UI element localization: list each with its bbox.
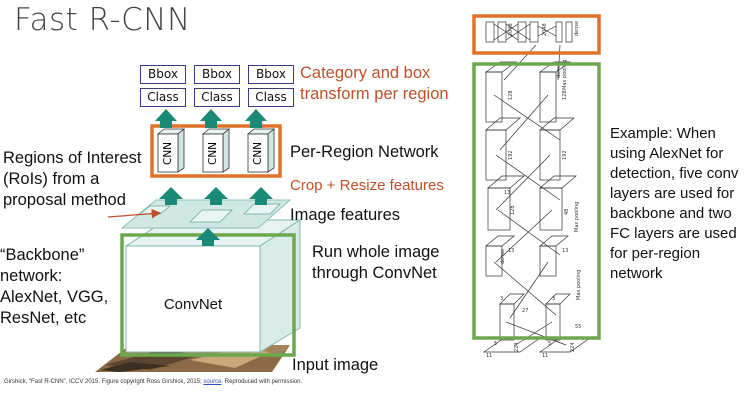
image-features-label: Image features (290, 206, 401, 224)
cnn-to-class-arrows (155, 109, 267, 128)
class-box-1: Class (140, 88, 186, 107)
class-box-2: Class (194, 88, 240, 107)
cnn-label-1: CNN (162, 141, 174, 165)
alexnet-figure (482, 21, 592, 353)
crop-label: Crop + Resize features (290, 177, 444, 194)
cnn-cuboid-3 (246, 128, 276, 173)
citation: Girshick, “Fast R-CNN”, ICCV 2015. Figur… (4, 378, 304, 386)
category-label: Category and box transform per region (300, 64, 449, 103)
svg-text:Max pooling: Max pooling (562, 60, 568, 90)
svg-text:3: 3 (500, 296, 503, 302)
crop-arrows (159, 187, 273, 205)
cnn-cuboids (156, 128, 276, 173)
red-pointer-arrow (107, 208, 162, 219)
svg-text:dense: dense (556, 63, 562, 78)
svg-text:13: 13 (504, 190, 510, 196)
alexnet-green-frame (472, 62, 601, 340)
bbox-box-1: Bbox (140, 65, 186, 84)
svg-text:48: 48 (564, 209, 570, 215)
svg-text:128: 128 (562, 90, 568, 100)
alexnet-orange-frame (472, 14, 601, 55)
citation-text: Girshick, “Fast R-CNN”, ICCV 2015. Figur… (4, 379, 202, 385)
example-label: Example: When using AlexNet for detectio… (610, 125, 739, 282)
svg-text:3: 3 (552, 296, 555, 302)
class-box-3: Class (248, 88, 294, 107)
svg-text:2048: 2048 (542, 23, 548, 36)
svg-text:128: 128 (508, 90, 514, 100)
convnet-label: ConvNet (163, 296, 223, 313)
svg-text:192: 192 (508, 150, 514, 160)
svg-text:27: 27 (522, 308, 528, 314)
svg-text:5: 5 (494, 341, 497, 347)
citation-source-link[interactable]: source (203, 379, 222, 385)
citation-end: . Reproduced with permission. (221, 379, 303, 385)
svg-text:55: 55 (575, 324, 581, 330)
teal-up-arrow (196, 228, 220, 246)
per-region-label: Per-Region Network (290, 143, 439, 161)
svg-text:Max pooling: Max pooling (574, 202, 580, 232)
bbox-box-3: Bbox (248, 65, 294, 84)
cnn-label-3: CNN (252, 141, 264, 165)
svg-text:5: 5 (548, 341, 551, 347)
svg-text:224: 224 (514, 342, 520, 352)
alexnet-small-labels: 2048 2048 dense dense Max pooling 128 12… (486, 21, 582, 359)
svg-text:2048: 2048 (508, 23, 514, 36)
input-image-label: Input image (292, 356, 379, 374)
cnn-cuboid-2 (201, 128, 231, 173)
svg-text:192: 192 (562, 150, 568, 160)
svg-text:13: 13 (562, 248, 568, 254)
svg-text:11: 11 (542, 353, 548, 359)
svg-text:Max pooling: Max pooling (576, 270, 582, 300)
svg-text:128: 128 (510, 205, 516, 215)
slide-title: Fast R-CNN (14, 2, 191, 38)
cnn-cuboid-1 (156, 128, 186, 173)
svg-text:224: 224 (570, 342, 576, 352)
backbone-label: “Backbone” network: AlexNet, VGG, ResNet… (0, 246, 109, 327)
svg-text:dense: dense (500, 249, 506, 264)
svg-text:11: 11 (486, 353, 492, 359)
svg-text:dense: dense (574, 21, 580, 36)
bbox-box-2: Bbox (194, 65, 240, 84)
cnn-label-2: CNN (207, 141, 219, 165)
svg-text:13: 13 (508, 248, 514, 254)
run-label: Run whole image through ConvNet (312, 243, 440, 282)
rois-label: Regions of Interest (RoIs) from a propos… (3, 149, 142, 209)
